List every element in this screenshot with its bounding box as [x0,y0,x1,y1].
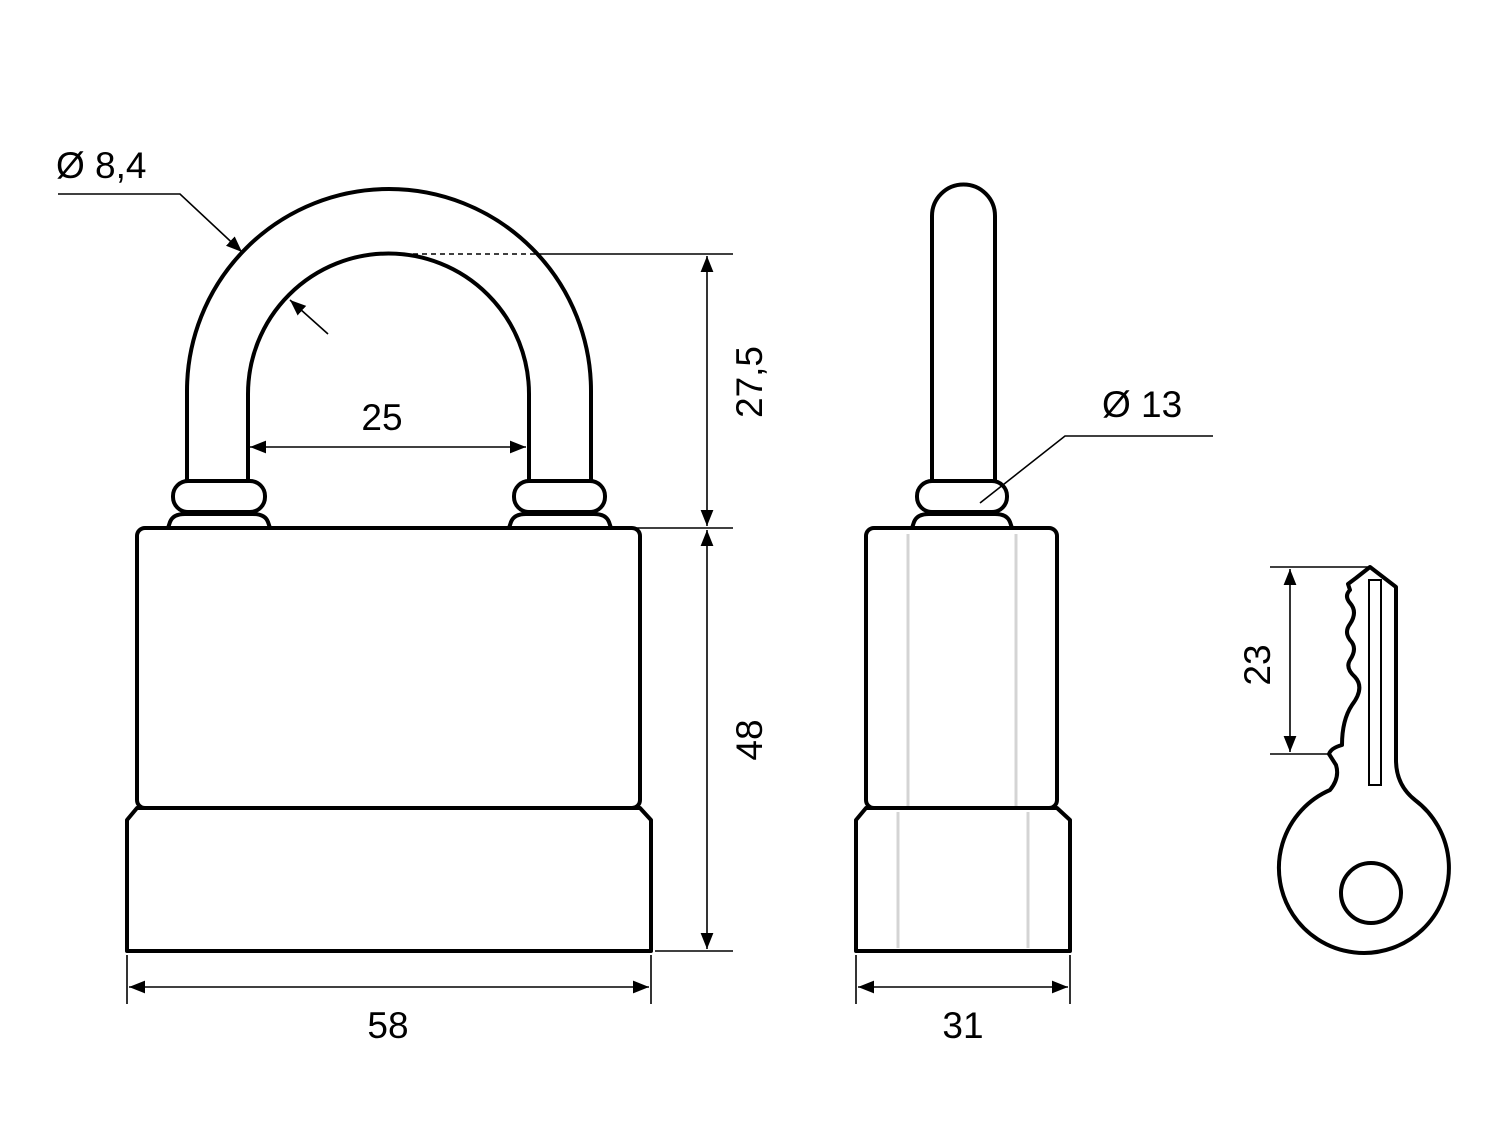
collar-right [512,479,607,514]
lock-base-side [854,806,1072,953]
leader-line-side [979,435,1213,504]
side-view: Ø 13 31 [854,182,1213,1046]
key: 23 [1237,565,1451,955]
leader-line-diameter [58,193,243,253]
dimension-label-48: 48 [729,719,770,760]
shackle-side [930,182,997,486]
collar-side [915,479,1009,514]
dimension-label-side-diameter: Ø 13 [1102,384,1182,425]
dimension-label-23: 23 [1237,644,1278,685]
lock-body-front [135,526,642,810]
key-outline [1276,565,1451,955]
key-groove [1368,579,1382,786]
dimension-label-31: 31 [942,1005,983,1046]
dimension-label-58: 58 [367,1005,408,1046]
key-hole [1339,861,1403,925]
front-view: 25 Ø 8,4 27,5 48 58 [56,145,770,1046]
washer-left [166,512,272,529]
dimension-label-27-5: 27,5 [729,346,770,418]
collar-left [171,479,267,514]
washer-right [507,512,613,529]
washer-side [910,512,1014,529]
lock-base-front [125,806,653,953]
dimension-label-25: 25 [361,397,402,438]
lock-body-side [864,526,1059,810]
leader-line-inner [289,299,329,335]
shackle-front [185,187,593,486]
dimension-label-shackle-diameter: Ø 8,4 [56,145,147,186]
